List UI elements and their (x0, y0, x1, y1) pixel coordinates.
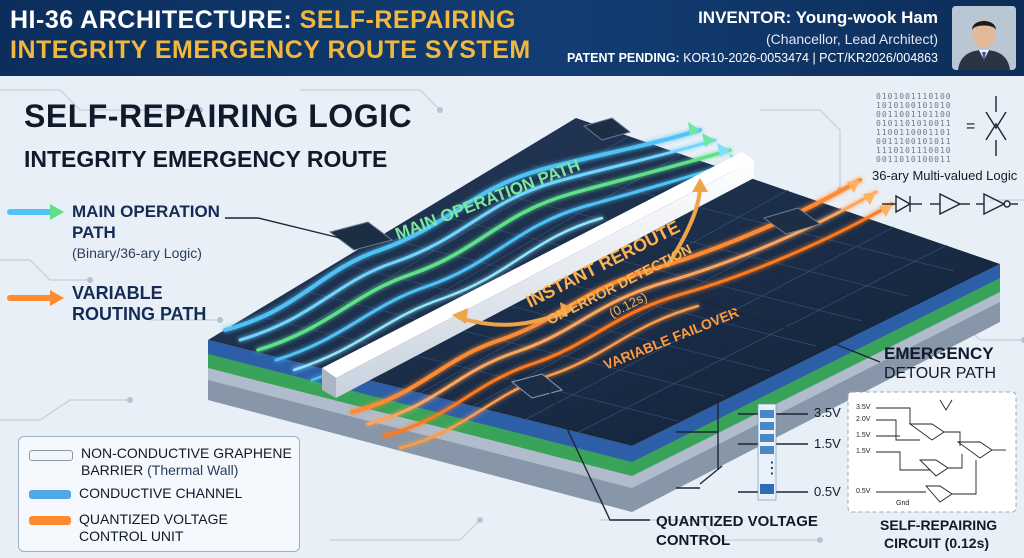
binary-row: 0101101010011 (876, 119, 952, 128)
inventor-label: INVENTOR: (698, 8, 792, 27)
mini-volt-1: 3.5V (856, 404, 871, 411)
inventor-name: Young-wook Ham (795, 8, 938, 27)
qv-control-title-2: CONTROL (656, 532, 731, 549)
main-path-subtitle: (Binary/36-ary Logic) (72, 245, 202, 261)
legend-barrier-line2: BARRIER (81, 462, 144, 478)
voltage-low: 0.5V (814, 484, 841, 499)
chip-top-surface (208, 118, 1000, 446)
main-path-title: MAIN OPERATION (72, 202, 220, 221)
diode-icon (882, 194, 922, 214)
legend-swatch-channel (29, 490, 71, 499)
variable-path-title-2: ROUTING PATH (72, 304, 207, 324)
title-line-2: INTEGRITY EMERGENCY ROUTE SYSTEM (10, 36, 531, 64)
variable-path-title: VARIABLE (72, 283, 163, 303)
mini-gnd: Gnd (896, 500, 910, 507)
diagram-subheading: INTEGRITY EMERGENCY ROUTE (24, 146, 388, 172)
circuit-subtitle: CIRCUIT (0.12s) (884, 535, 990, 551)
inverter-gate-icon (976, 192, 1018, 216)
avatar (952, 6, 1016, 70)
legend-barrier-sub: (Thermal Wall) (147, 462, 239, 478)
header-banner: HI-36 ARCHITECTURE: SELF-REPAIRING INTEG… (0, 0, 1024, 76)
circuit-title: SELF-REPAIRING (880, 517, 998, 533)
legend-swatch-control-unit (29, 516, 71, 525)
qv-control-title: QUANTIZED VOLTAGE (656, 513, 818, 530)
main-path-title-2: PATH (72, 223, 116, 242)
title-highlight: SELF-REPAIRING (299, 6, 516, 34)
inventor-block: INVENTOR: Young-wook Ham (Chancellor, Le… (567, 8, 938, 65)
reroute-arrowheads (452, 178, 708, 324)
variable-path-arrowheads (847, 180, 892, 217)
inventor-role: (Chancellor, Lead Architect) (766, 31, 938, 47)
binary-row: 1100110001101 (876, 128, 952, 137)
legend-item-channel: CONDUCTIVE CHANNEL (29, 485, 242, 502)
multivalued-gate-icon (985, 96, 1007, 156)
variable-routing-paths (350, 178, 894, 450)
title-prefix: HI-36 ARCHITECTURE: (10, 6, 300, 34)
patent-label: PATENT PENDING: (566, 51, 680, 65)
main-operation-paths (223, 128, 744, 382)
emergency-callout-subtitle: DETOUR PATH (884, 365, 997, 382)
mini-volt-2: 2.0V (856, 416, 871, 423)
legend-control-line2: CONTROL UNIT (79, 528, 184, 544)
variable-path-legend-arrow (7, 290, 64, 306)
main-path-legend-arrow (7, 204, 64, 220)
microchip-icon (328, 117, 822, 399)
buffer-gate-icon (930, 192, 970, 216)
mini-volt-4: 1.5V (856, 448, 871, 455)
title-line-1: HI-36 ARCHITECTURE: SELF-REPAIRING (10, 6, 516, 35)
legend-swatch-barrier (29, 450, 73, 461)
voltage-mid: 1.5V (814, 436, 841, 451)
equals-sign: = (966, 118, 976, 135)
binary-row: 0101001110100 (876, 92, 952, 101)
diagram-heading: SELF-REPAIRING LOGIC (24, 98, 413, 134)
self-repairing-circuit-schematic (847, 391, 1017, 513)
graphene-barrier-wall (322, 152, 754, 398)
voltage-high: 3.5V (814, 405, 841, 420)
mini-volt-3: 1.5V (856, 432, 871, 439)
multi-valued-logic-label: 36-ary Multi-valued Logic (872, 168, 1018, 183)
legend-barrier-line1: NON-CONDUCTIVE GRAPHENE (81, 445, 292, 461)
quantized-voltage-diagram (676, 396, 808, 501)
patent-numbers: KOR10-2026-0053474 | PCT/KR2026/004863 (683, 51, 938, 65)
legend-channel-label: CONDUCTIVE CHANNEL (79, 485, 243, 501)
legend-control-line1: QUANTIZED VOLTAGE (79, 511, 228, 527)
binary-row: 0011100101011 (876, 137, 952, 146)
binary-row: 1110101110010 (876, 146, 952, 155)
binary-row: 0011010100011 (876, 155, 952, 164)
mini-volt-5: 0.5V (856, 488, 871, 495)
legend-item-control-unit: QUANTIZED VOLTAGE CONTROL UNIT (29, 511, 228, 545)
leader-lines (225, 217, 881, 521)
legend-box: NON-CONDUCTIVE GRAPHENE BARRIER (Thermal… (18, 436, 300, 552)
voltage-dots: ⋮ (764, 460, 780, 477)
emergency-callout-title: EMERGENCY (884, 344, 994, 363)
legend-item-barrier: NON-CONDUCTIVE GRAPHENE BARRIER (Thermal… (29, 445, 292, 479)
avatar-photo-icon (952, 6, 1016, 70)
binary-row: 1010100101010 (876, 101, 952, 110)
binary-row: 0011001101100 (876, 110, 952, 119)
